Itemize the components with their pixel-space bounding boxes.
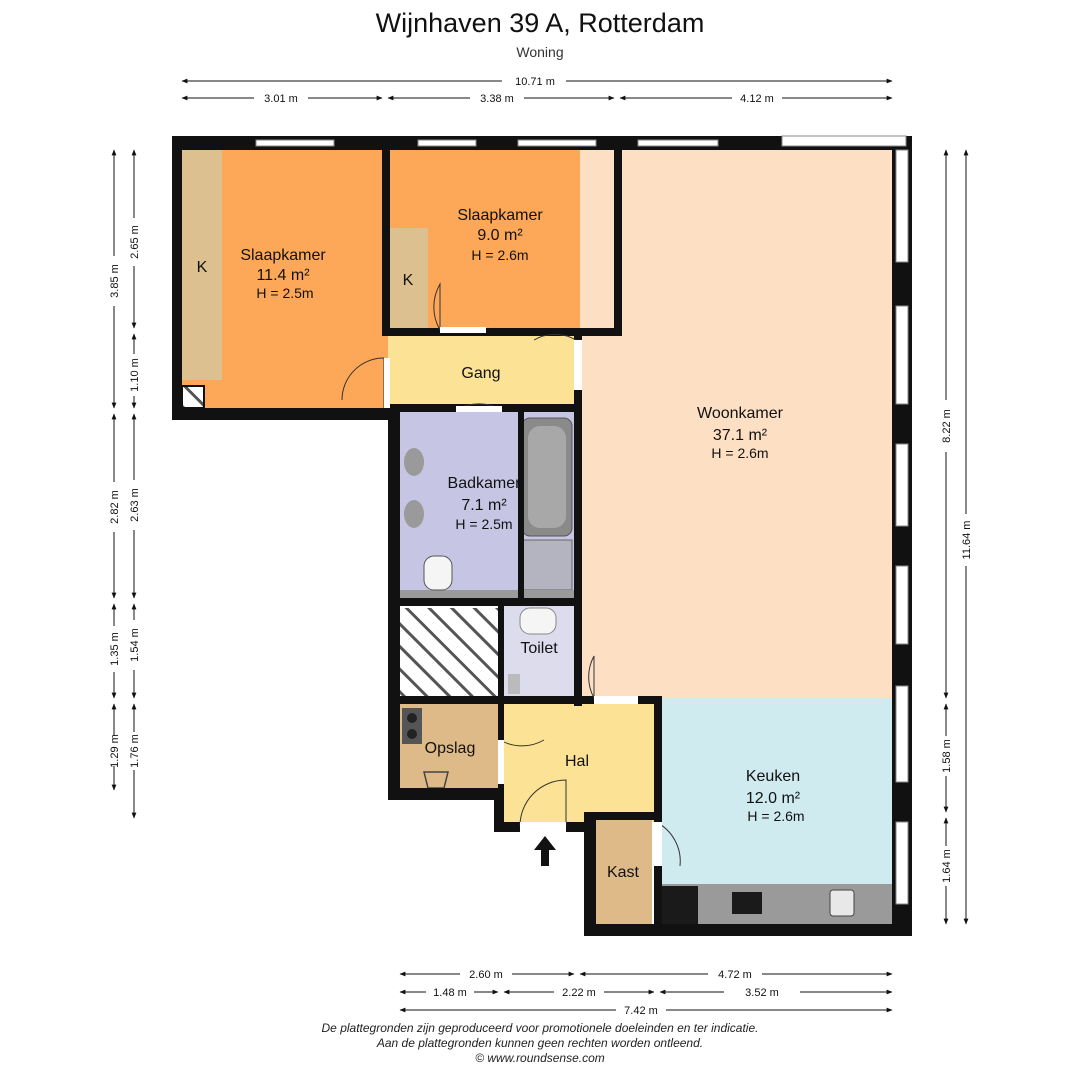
stove-opslag bbox=[402, 708, 422, 744]
room-area-woonkamer: 37.1 m² bbox=[713, 427, 768, 444]
room-labels: Slaapkamer 11.4 m² H = 2.5m K Slaapkamer… bbox=[197, 207, 805, 881]
dim-right-inner-2: 1.58 m bbox=[941, 739, 953, 773]
dim-left-outer-3: 1.35 m bbox=[109, 632, 121, 666]
dim-top-total: 10.71 m bbox=[515, 76, 555, 88]
kitchen-sink bbox=[829, 889, 855, 917]
washbasin-1 bbox=[404, 448, 424, 476]
room-woonkamer bbox=[580, 150, 892, 698]
dim-left-inner-3: 2.63 m bbox=[129, 488, 141, 522]
stove-burner-2 bbox=[407, 729, 417, 739]
room-area-keuken: 12.0 m² bbox=[746, 790, 801, 807]
toilet-bowl bbox=[519, 607, 557, 635]
meter-box bbox=[181, 385, 205, 409]
room-name-slaapkamer-1: Slaapkamer bbox=[240, 247, 326, 264]
dimensions-top bbox=[181, 78, 893, 101]
dim-bottom-2a: 1.48 m bbox=[433, 987, 467, 999]
room-name-hal: Hal bbox=[565, 753, 589, 770]
entrance-arrow-icon bbox=[534, 836, 556, 866]
dim-right-inner-3: 1.64 m bbox=[941, 849, 953, 883]
shaft-hatched bbox=[400, 608, 498, 698]
room-name-keuken: Keuken bbox=[746, 768, 800, 785]
closet-label-1: K bbox=[197, 259, 208, 276]
copyright: © www.roundsense.com bbox=[475, 1051, 605, 1065]
cooktop bbox=[732, 892, 762, 914]
bathtub-inner bbox=[528, 426, 566, 528]
washbasin-2 bbox=[404, 500, 424, 528]
room-name-badkamer: Badkamer bbox=[448, 475, 522, 492]
dim-top-a: 3.01 m bbox=[264, 93, 298, 105]
bathroom-toilet bbox=[423, 555, 453, 591]
dim-left-inner-4: 1.54 m bbox=[129, 628, 141, 662]
dim-bottom-2b: 2.22 m bbox=[562, 987, 596, 999]
dim-bottom-total: 7.42 m bbox=[624, 1005, 658, 1017]
toilet-basin bbox=[508, 674, 520, 694]
disclaimer-line-1: De plattegronden zijn geproduceerd voor … bbox=[321, 1021, 759, 1035]
plan-title: Wijnhaven 39 A, Rotterdam bbox=[375, 8, 705, 38]
room-name-slaapkamer-2: Slaapkamer bbox=[457, 207, 543, 224]
dim-right-inner-1: 8.22 m bbox=[941, 409, 953, 443]
room-name-opslag: Opslag bbox=[425, 740, 476, 757]
fridge bbox=[660, 886, 698, 924]
room-area-badkamer: 7.1 m² bbox=[461, 497, 507, 514]
stove-burner-1 bbox=[407, 713, 417, 723]
dim-bottom-1a: 2.60 m bbox=[469, 969, 503, 981]
room-name-gang: Gang bbox=[461, 365, 500, 382]
shower bbox=[521, 539, 573, 591]
room-area-slaapkamer-2: 9.0 m² bbox=[477, 227, 523, 244]
dim-left-outer-2: 2.82 m bbox=[109, 490, 121, 524]
room-name-woonkamer: Woonkamer bbox=[697, 405, 784, 422]
room-hal bbox=[504, 704, 654, 822]
room-area-slaapkamer-1: 11.4 m² bbox=[256, 267, 310, 284]
disclaimer-line-2: Aan de plattegronden kunnen geen rechten… bbox=[376, 1036, 704, 1050]
dimensions-bottom bbox=[399, 971, 893, 1013]
plan-subtitle: Woning bbox=[516, 44, 564, 60]
closet-label-2: K bbox=[403, 272, 414, 289]
dim-top-b: 3.38 m bbox=[480, 93, 514, 105]
door-gaps bbox=[384, 327, 662, 866]
room-name-kast: Kast bbox=[607, 864, 640, 881]
dim-right-outer: 11.64 m bbox=[961, 521, 973, 560]
dim-left-outer-1: 3.85 m bbox=[109, 264, 121, 298]
dim-bottom-1b: 4.72 m bbox=[718, 969, 752, 981]
dim-top-c: 4.12 m bbox=[740, 93, 774, 105]
disclaimer: De plattegronden zijn geproduceerd voor … bbox=[0, 1021, 1080, 1066]
dim-left-inner-2: 1.10 m bbox=[129, 358, 141, 392]
dimensions-left bbox=[111, 149, 137, 819]
dim-left-inner-1: 2.65 m bbox=[129, 225, 141, 259]
room-height-woonkamer: H = 2.6m bbox=[711, 445, 768, 461]
dimensions-right bbox=[943, 149, 969, 925]
dim-bottom-2c: 3.52 m bbox=[745, 987, 779, 999]
room-name-toilet: Toilet bbox=[520, 640, 558, 657]
room-height-badkamer: H = 2.5m bbox=[455, 516, 512, 532]
dim-left-inner-5: 1.76 m bbox=[129, 734, 141, 768]
room-height-keuken: H = 2.6m bbox=[747, 808, 804, 824]
closet-slaapkamer-2 bbox=[388, 228, 428, 328]
room-height-slaapkamer-1: H = 2.5m bbox=[256, 285, 313, 301]
room-kast bbox=[596, 818, 652, 924]
closet-slaapkamer-1 bbox=[182, 150, 222, 380]
windows bbox=[255, 135, 909, 905]
room-gang bbox=[388, 336, 574, 408]
dim-left-outer-4: 1.29 m bbox=[109, 734, 121, 768]
room-height-slaapkamer-2: H = 2.6m bbox=[471, 247, 528, 263]
